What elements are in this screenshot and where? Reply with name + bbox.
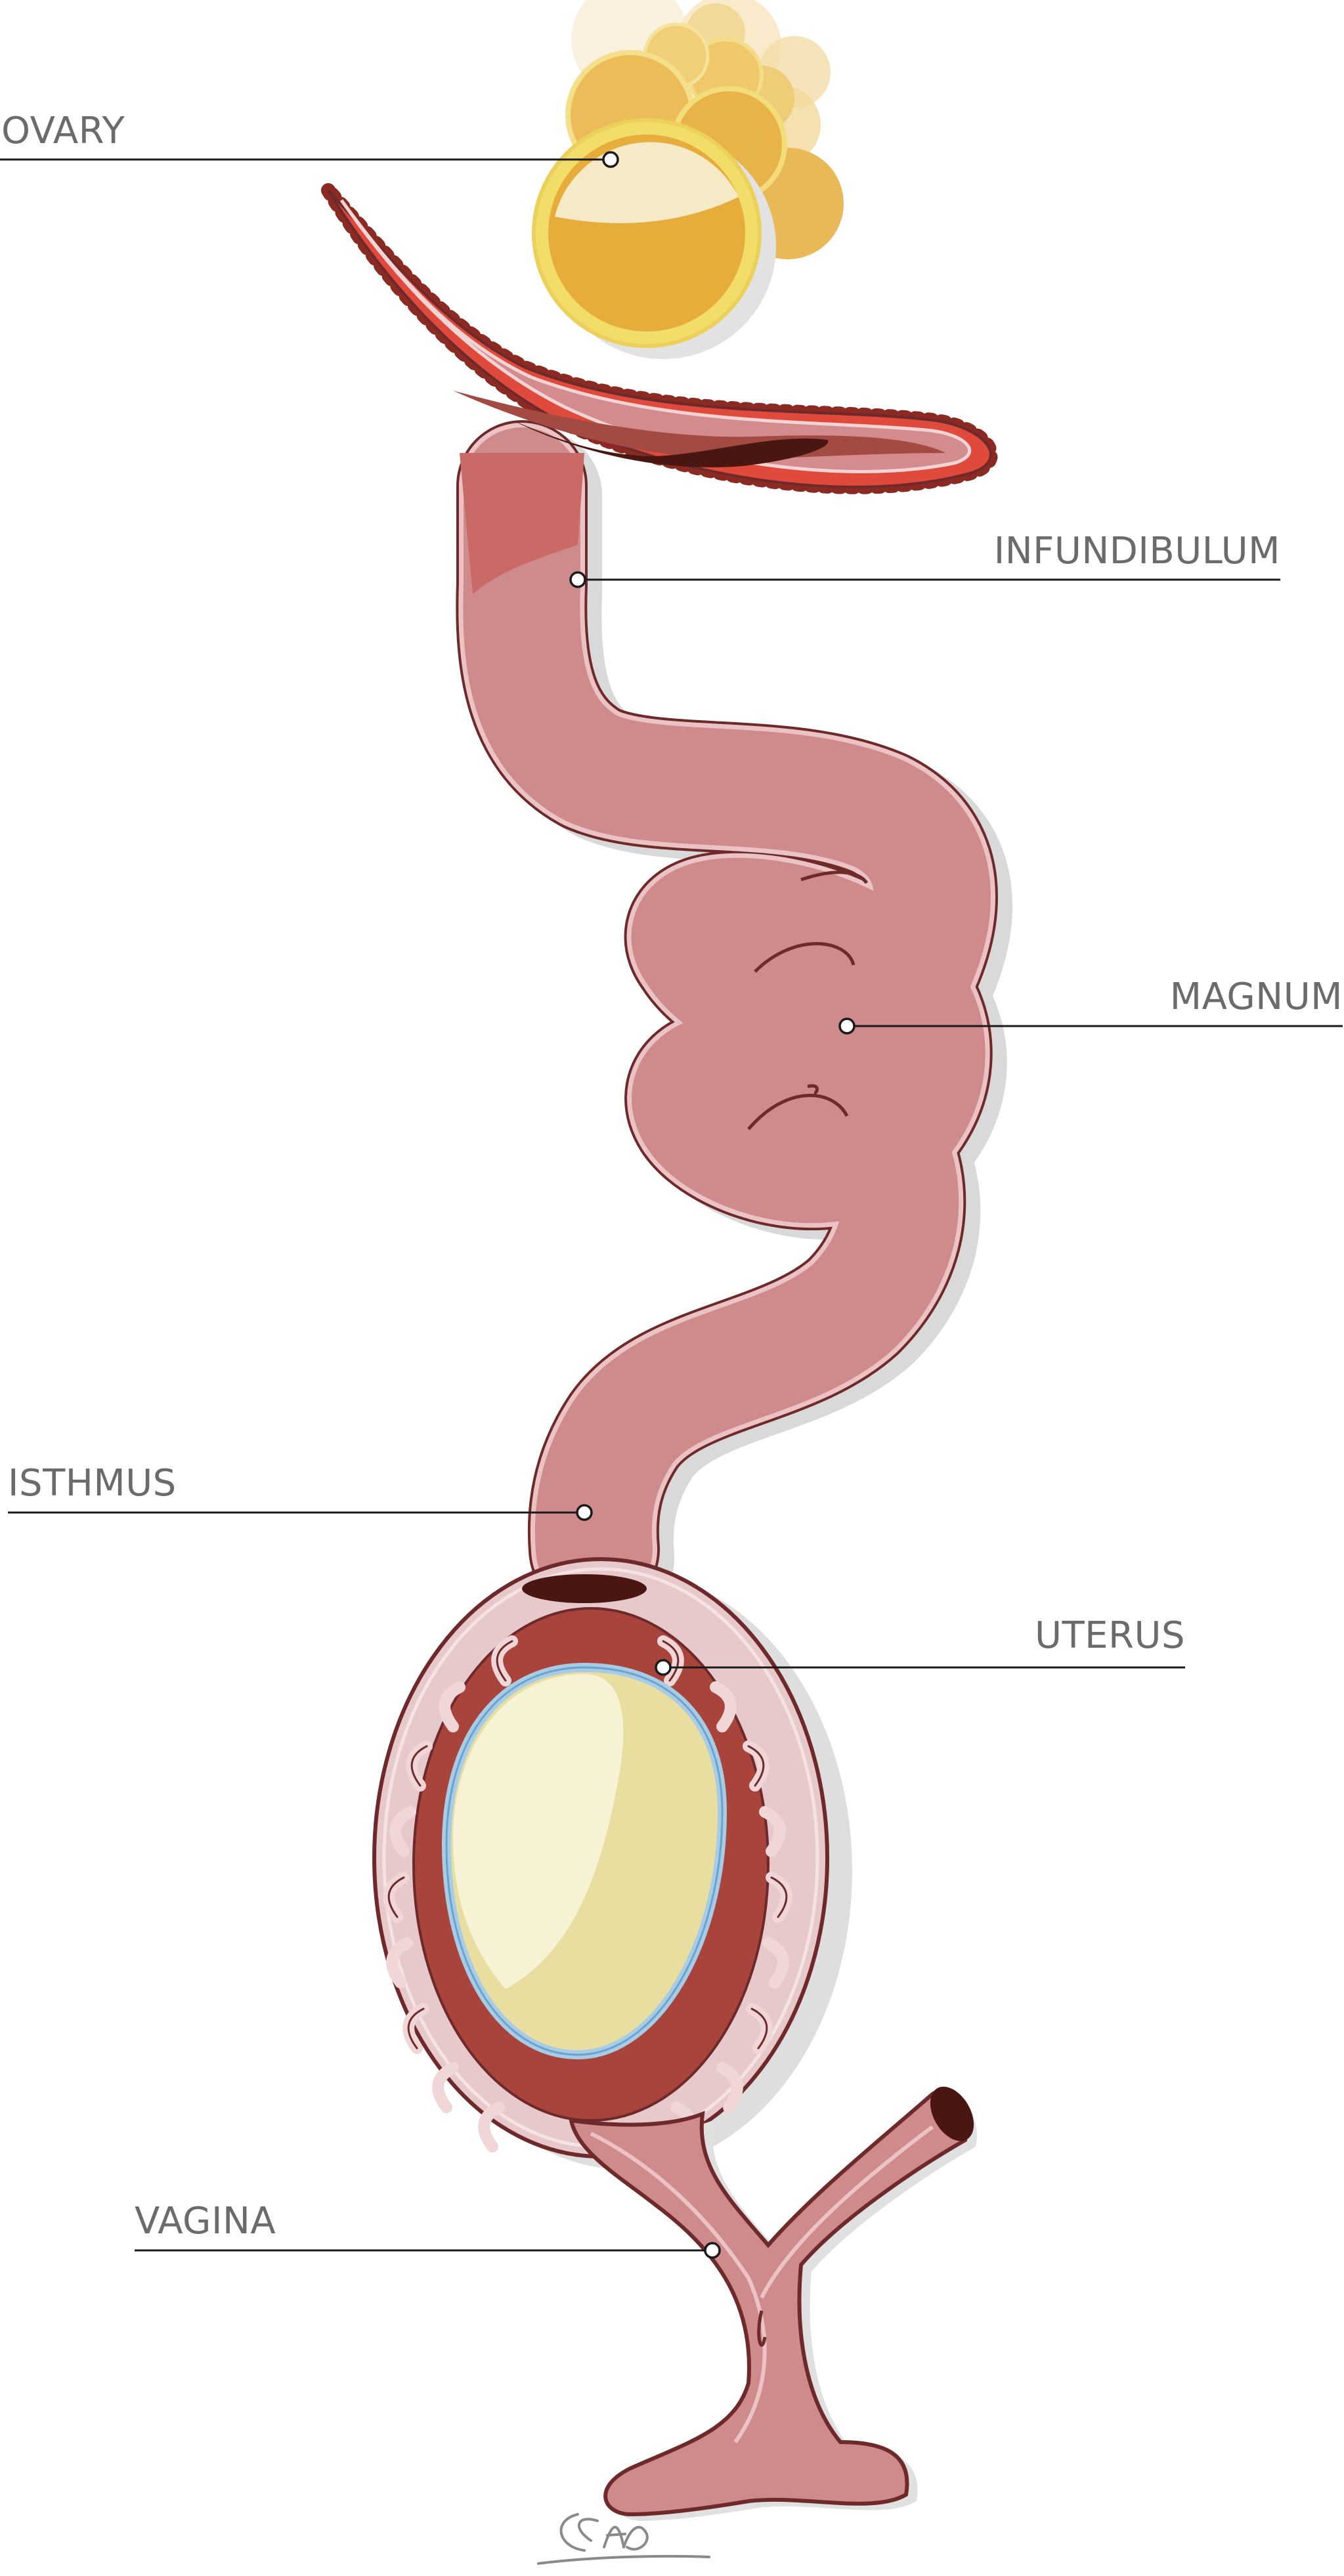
label-vagina-text: VAGINA: [135, 2200, 276, 2243]
label-ovary: OVARY: [0, 110, 619, 168]
pointer-ovary: [602, 151, 619, 168]
label-uterus-text: UTERUS: [1035, 1614, 1185, 1657]
label-vagina: VAGINA: [135, 2200, 721, 2259]
pointer-vagina: [704, 2242, 721, 2259]
label-infundibulum-text: INFUNDIBULUM: [994, 530, 1280, 572]
infundibulum-funnel: [322, 185, 998, 494]
uterus-illustration: [372, 1557, 852, 2170]
ovary-illustration: [532, 0, 844, 359]
label-uterus: UTERUS: [655, 1614, 1185, 1676]
artist-signature: [537, 2513, 710, 2565]
label-infundibulum: INFUNDIBULUM: [569, 530, 1280, 588]
pointer-infundibulum: [569, 571, 586, 588]
oviduct-tube: [456, 420, 1012, 1624]
label-magnum: MAGNUM: [838, 976, 1343, 1035]
vagina-illustration: [569, 2086, 977, 2521]
pointer-isthmus: [576, 1504, 593, 1521]
label-ovary-text: OVARY: [1, 110, 125, 152]
label-magnum-text: MAGNUM: [1170, 976, 1343, 1018]
label-isthmus: ISTHMUS: [8, 1462, 593, 1521]
pointer-uterus: [655, 1659, 672, 1676]
label-isthmus-text: ISTHMUS: [8, 1462, 177, 1505]
pointer-magnum: [838, 1018, 856, 1035]
